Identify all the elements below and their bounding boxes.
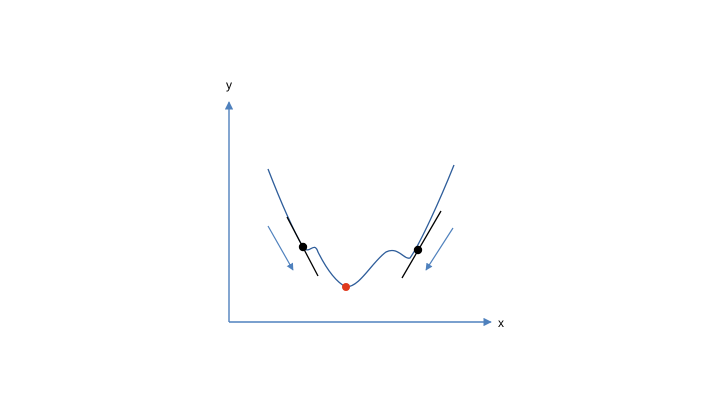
loss-curve — [267, 164, 455, 288]
right-descent-arrow — [425, 227, 454, 271]
left-point — [298, 242, 308, 252]
x-axis-label: x — [498, 316, 504, 330]
right-point — [413, 245, 423, 255]
y-axis-label: y — [226, 78, 232, 92]
minimum-point — [342, 283, 350, 291]
right-tangent-line — [401, 210, 442, 279]
left-descent-arrow — [267, 225, 294, 271]
